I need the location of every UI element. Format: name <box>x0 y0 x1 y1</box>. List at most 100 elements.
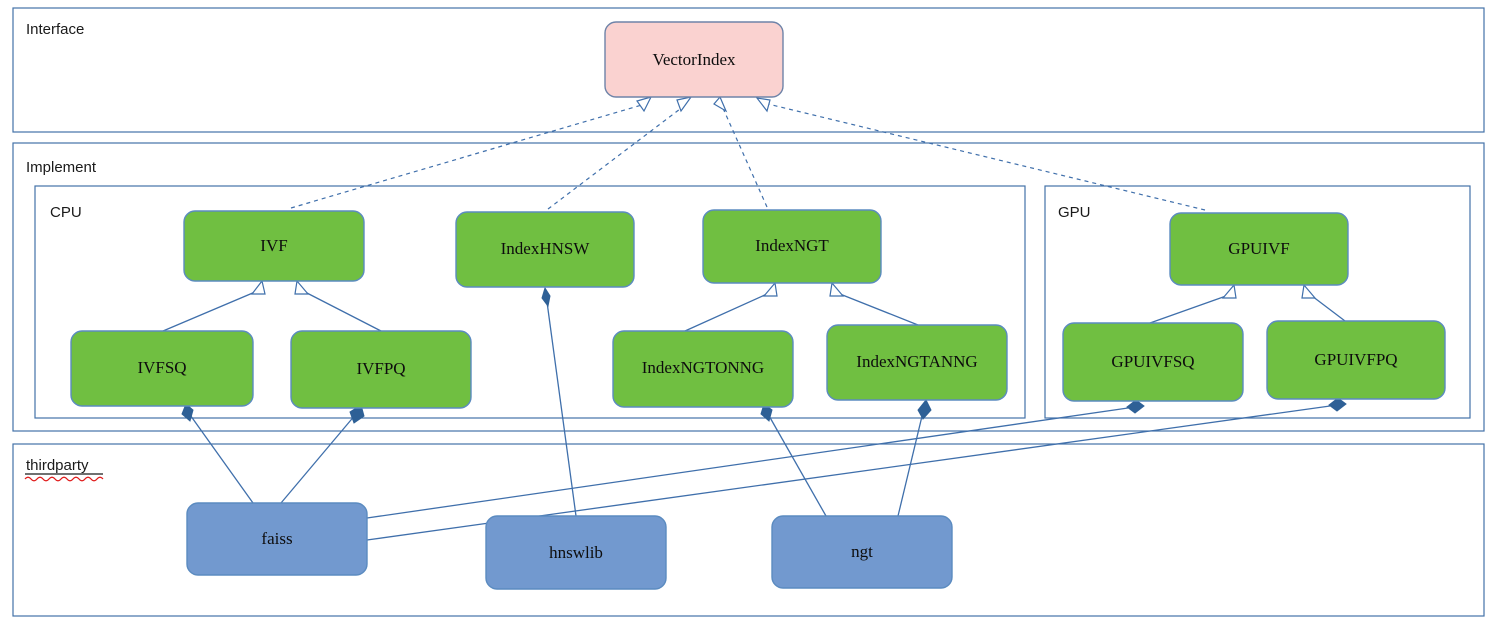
thirdparty-spellcheck-squiggle <box>24 476 104 482</box>
hollow-triangle-arrowhead <box>829 281 845 297</box>
thirdparty-container-label: thirdparty <box>26 457 89 474</box>
filled-diamond-marker <box>917 399 932 420</box>
node-label: GPUIVF <box>1228 239 1289 258</box>
container-gpu: GPU <box>1044 185 1471 419</box>
node-ivf[interactable]: IVF <box>183 210 365 282</box>
edge-line <box>839 293 919 326</box>
edge-line <box>280 413 357 504</box>
interface-container-label: Interface <box>26 21 84 38</box>
gpu-container-rect <box>1044 185 1471 419</box>
container-thirdparty: thirdparty <box>12 443 1485 617</box>
hollow-triangle-arrowhead <box>636 96 653 113</box>
hollow-triangle-arrowhead <box>762 281 778 297</box>
edge-line <box>684 293 768 332</box>
node-gpuivfsq[interactable]: GPUIVFSQ <box>1062 322 1244 402</box>
node-box[interactable] <box>702 209 882 284</box>
thirdparty-container-rect <box>12 443 1485 617</box>
node-box[interactable] <box>183 210 365 282</box>
edge-gpuivfsq-to-gpuivf <box>1149 283 1237 324</box>
node-box[interactable] <box>290 330 472 409</box>
filled-diamond-marker <box>181 403 194 422</box>
node-label: IVF <box>260 236 287 255</box>
node-indexngtanng[interactable]: IndexNGTANNG <box>826 324 1008 401</box>
node-label: VectorIndex <box>652 50 736 69</box>
container-implement: Implement <box>12 142 1485 432</box>
interface-container-rect <box>12 7 1485 133</box>
node-vectorindex[interactable]: VectorIndex <box>604 21 784 98</box>
node-faiss[interactable]: faiss <box>186 502 368 576</box>
edge-hnswlib-to-indexhnsw <box>541 286 577 517</box>
hollow-triangle-arrowhead <box>1221 283 1237 299</box>
hollow-triangle-arrowhead <box>713 95 728 113</box>
hollow-triangle-arrowhead <box>676 96 693 113</box>
edge-indexngtanng-to-indexngt <box>829 281 919 326</box>
node-indexngtonng[interactable]: IndexNGTONNG <box>612 330 794 408</box>
node-box[interactable] <box>485 515 667 590</box>
edge-line <box>546 301 577 517</box>
edge-line <box>187 411 254 504</box>
edge-line <box>897 411 924 517</box>
filled-diamond-marker <box>1126 399 1145 414</box>
edge-faiss-to-ivfsq <box>181 403 254 504</box>
node-gpuivf[interactable]: GPUIVF <box>1169 212 1349 286</box>
edge-line <box>366 407 1129 519</box>
edge-line <box>767 413 827 517</box>
node-label: GPUIVFPQ <box>1314 350 1397 369</box>
node-indexngt[interactable]: IndexNGT <box>702 209 882 284</box>
filled-diamond-marker <box>1328 397 1347 412</box>
edge-indexngt-to-vectorindex <box>713 95 768 208</box>
edge-line <box>721 105 768 208</box>
hollow-triangle-arrowhead <box>1301 283 1317 299</box>
edge-line <box>1311 295 1346 322</box>
implement-container-rect <box>12 142 1485 432</box>
node-label: faiss <box>261 529 292 548</box>
gpu-container-label: GPU <box>1058 204 1091 221</box>
edge-line <box>304 291 382 332</box>
edge-ivfpq-to-ivf <box>294 279 382 332</box>
container-interface: Interface <box>12 7 1485 133</box>
node-box[interactable] <box>186 502 368 576</box>
node-label: hnswlib <box>549 543 603 562</box>
node-box[interactable] <box>604 21 784 98</box>
edge-ivfsq-to-ivf <box>162 279 266 332</box>
edge-ivf-to-vectorindex <box>290 96 653 209</box>
node-label: IndexHNSW <box>501 239 591 258</box>
node-box[interactable] <box>70 330 254 407</box>
node-box[interactable] <box>455 211 635 288</box>
edge-faiss-to-ivfpq <box>280 404 365 504</box>
node-ngt[interactable]: ngt <box>771 515 953 589</box>
hollow-triangle-arrowhead <box>250 279 266 295</box>
edge-gpuivfpq-to-gpuivf <box>1301 283 1346 322</box>
node-ivfpq[interactable]: IVFPQ <box>290 330 472 409</box>
node-box[interactable] <box>1062 322 1244 402</box>
edge-line <box>767 103 1206 211</box>
implement-container-label: Implement <box>26 159 97 176</box>
cpu-container-rect <box>34 185 1026 419</box>
node-box[interactable] <box>612 330 794 408</box>
node-label: IVFSQ <box>137 358 186 377</box>
hollow-triangle-arrowhead <box>755 97 771 113</box>
edge-ngt-to-indexngtanng <box>897 399 932 517</box>
edge-ngt-to-indexngtonng <box>760 403 827 517</box>
node-label: GPUIVFSQ <box>1111 352 1194 371</box>
node-ivfsq[interactable]: IVFSQ <box>70 330 254 407</box>
node-label: IndexNGTANNG <box>856 352 977 371</box>
filled-diamond-marker <box>541 286 551 308</box>
node-gpuivfpq[interactable]: GPUIVFPQ <box>1266 320 1446 400</box>
edge-line <box>162 291 256 332</box>
node-hnswlib[interactable]: hnswlib <box>485 515 667 590</box>
node-box[interactable] <box>1266 320 1446 400</box>
hollow-triangle-arrowhead <box>294 279 310 295</box>
edge-indexngtonng-to-indexngt <box>684 281 778 332</box>
filled-diamond-marker <box>349 404 365 424</box>
node-indexhnsw[interactable]: IndexHNSW <box>455 211 635 288</box>
node-box[interactable] <box>826 324 1008 401</box>
node-box[interactable] <box>771 515 953 589</box>
node-box[interactable] <box>1169 212 1349 286</box>
edge-line <box>547 105 685 210</box>
cpu-container-label: CPU <box>50 204 82 221</box>
node-label: IndexNGT <box>755 236 829 255</box>
node-label: ngt <box>851 542 873 561</box>
